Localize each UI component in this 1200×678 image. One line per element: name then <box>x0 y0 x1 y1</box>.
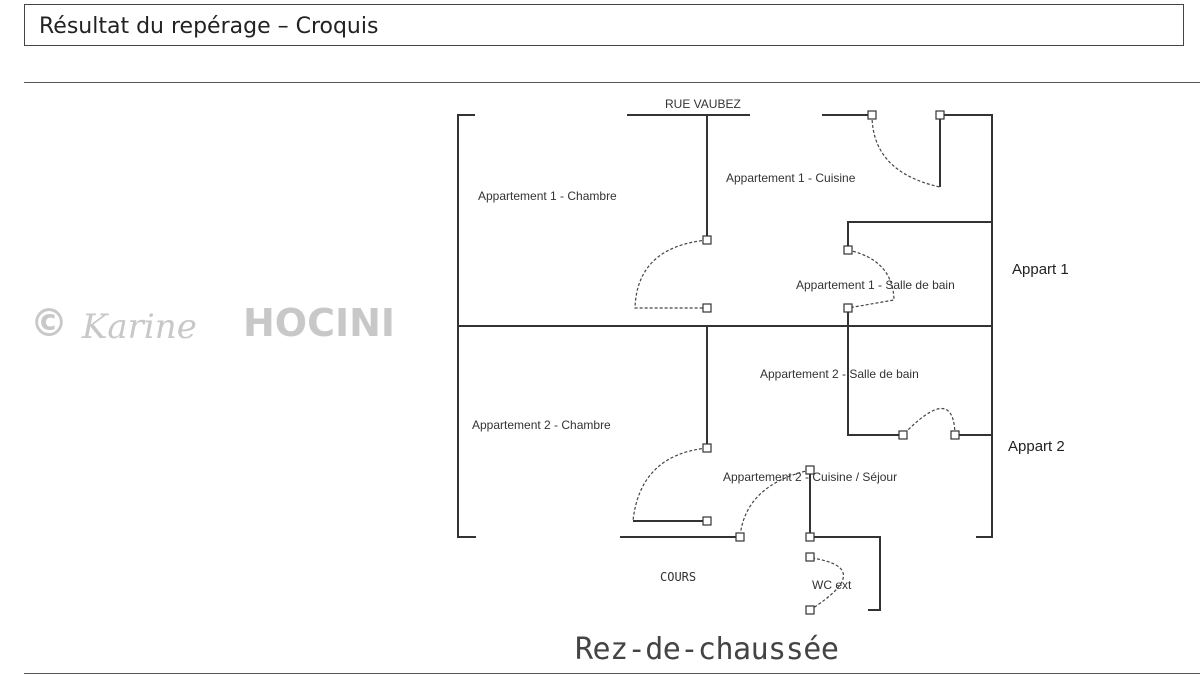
room-label-wc: WC ext <box>812 578 852 592</box>
room-label-a2-bedroom: Appartement 2 - Chambre <box>472 418 611 432</box>
wall-wc <box>810 536 881 611</box>
hinge <box>805 605 815 615</box>
door-kitchen-exterior <box>871 114 941 188</box>
door-wc <box>809 557 844 611</box>
hinge <box>735 532 745 542</box>
doors <box>632 114 956 611</box>
door-a2-living-exterior <box>739 469 811 538</box>
watermark: © Karine HOCINI <box>30 301 395 347</box>
door-a2-bathroom <box>902 408 956 436</box>
hinge <box>843 303 853 313</box>
room-labels: RUE VAUBEZ Appartement 1 - Chambre Appar… <box>472 97 1069 667</box>
door-a2-bedroom <box>632 447 708 522</box>
hinge <box>867 110 877 120</box>
hinge <box>805 532 815 542</box>
room-label-a1-bathroom: Appartement 1 - Salle de bain <box>796 278 955 292</box>
level-title: Rez-de-chaussée <box>575 632 838 667</box>
watermark-symbol: © <box>30 301 68 345</box>
watermark-name: HOCINI <box>243 301 395 345</box>
room-label-a1-bedroom: Appartement 1 - Chambre <box>478 189 617 203</box>
side-label-appart-2: Appart 2 <box>1008 438 1065 455</box>
courtyard-label: COURS <box>660 570 696 584</box>
hinge <box>805 465 815 475</box>
walls <box>457 114 993 611</box>
door-a1-bathroom <box>847 249 895 309</box>
hinge <box>843 245 853 255</box>
bottom-divider <box>24 673 1200 674</box>
header-box: Résultat du repérage – Croquis <box>24 4 1184 46</box>
room-label-a2-kitchen-living: Appartement 2 - Cuisine / Séjour <box>723 470 897 484</box>
hinge <box>702 516 712 526</box>
door-a1-bedroom <box>634 239 708 309</box>
side-label-appart-1: Appart 1 <box>1012 261 1069 278</box>
wall-a1-bathroom <box>847 221 992 250</box>
hinge <box>935 110 945 120</box>
door-hinges <box>702 110 960 615</box>
top-divider <box>24 82 1200 83</box>
street-label: RUE VAUBEZ <box>665 97 741 111</box>
hinge <box>702 443 712 453</box>
hinge <box>805 552 815 562</box>
hinge <box>950 430 960 440</box>
watermark-signature: Karine <box>81 307 197 347</box>
wall-a2-bathroom <box>847 326 903 436</box>
hinge <box>898 430 908 440</box>
hinge <box>702 235 712 245</box>
header-title: Résultat du repérage – Croquis <box>39 14 379 39</box>
room-label-a1-kitchen: Appartement 1 - Cuisine <box>726 171 856 185</box>
room-label-a2-bathroom: Appartement 2 - Salle de bain <box>760 367 919 381</box>
hinge <box>702 303 712 313</box>
